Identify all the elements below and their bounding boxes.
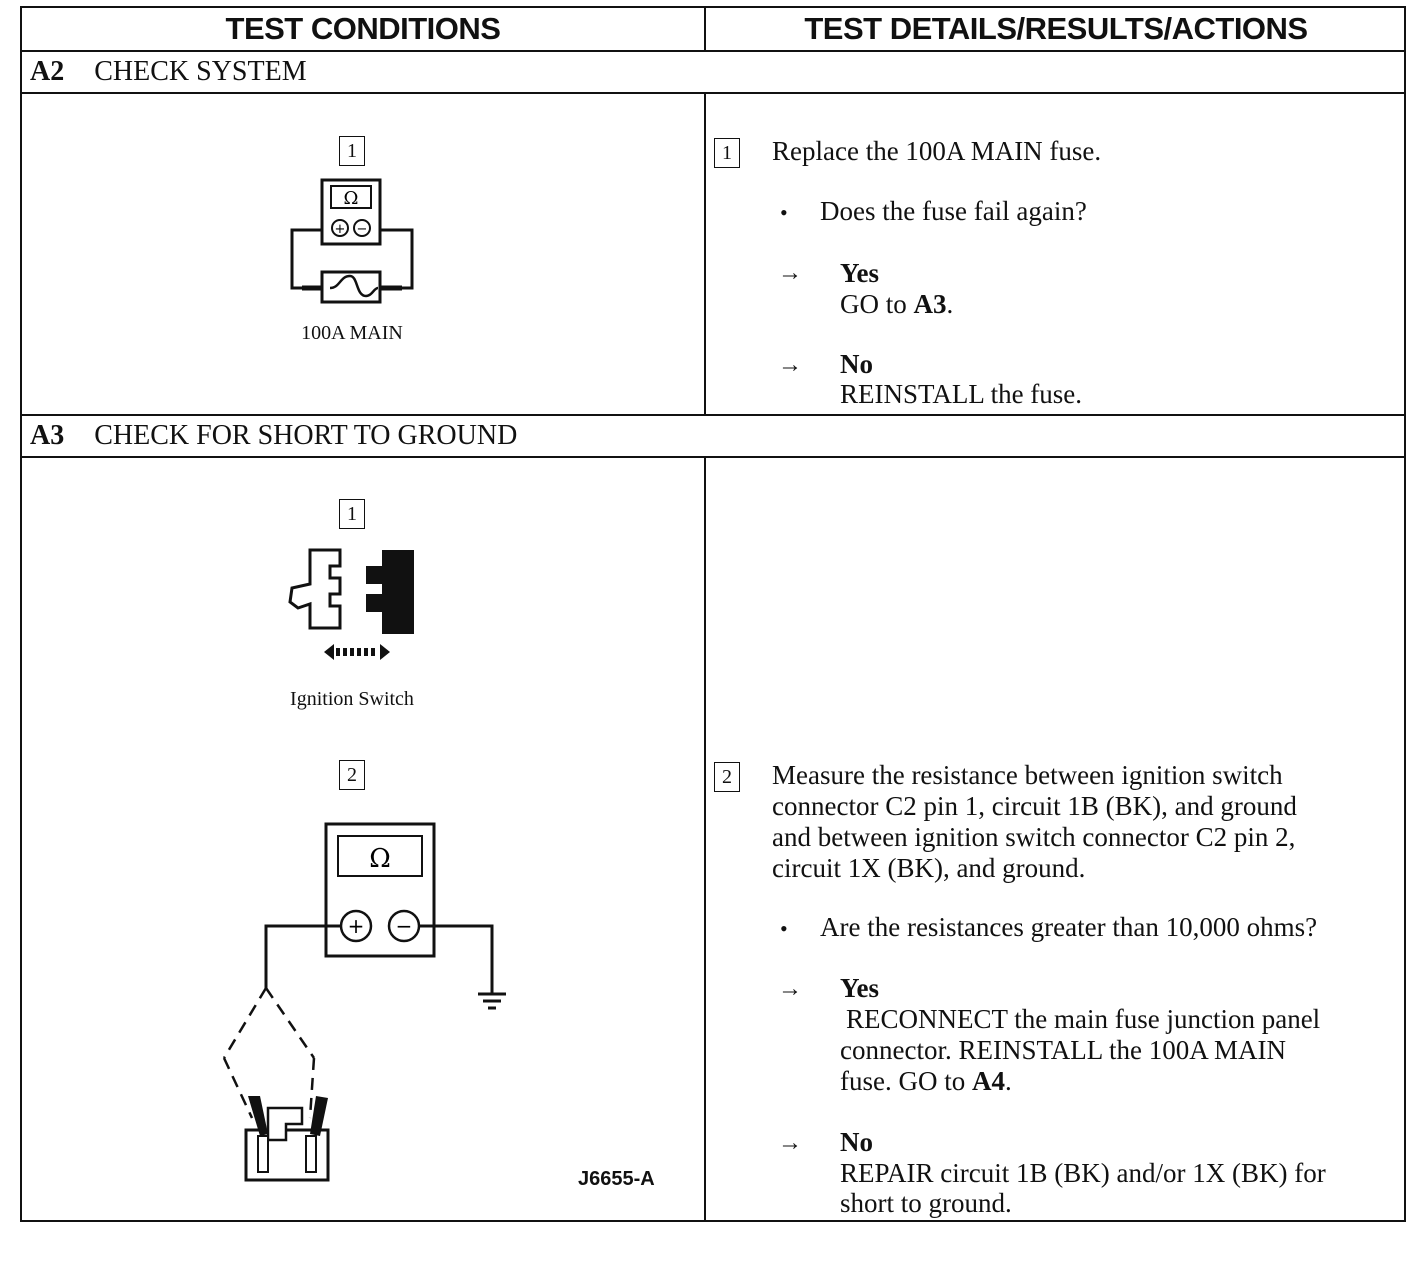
diagnostic-table: TEST CONDITIONS TEST DETAILS/RESULTS/ACT…	[20, 6, 1406, 1222]
a3-no-line-2: short to ground.	[840, 1188, 1012, 1218]
a3-column-divider	[704, 456, 706, 1222]
a2-bottom-divider	[22, 414, 1404, 416]
svg-text:−: −	[396, 914, 413, 938]
svg-text:−: −	[357, 222, 368, 237]
a3-bullet: •	[780, 916, 788, 941]
a2-figure-caption: 100A MAIN	[301, 322, 403, 344]
a3-id: A3	[30, 420, 65, 451]
a3-instruction-line-2: connector C2 pin 1, circuit 1B (BK), and…	[772, 791, 1297, 821]
a3-yes-target: A4	[971, 1066, 1005, 1096]
a3-yes-text: fuse. GO to	[840, 1066, 972, 1096]
svg-text:Ω: Ω	[369, 844, 391, 874]
a3-section-title: A3 CHECK FOR SHORT TO GROUND	[30, 416, 517, 456]
a3-figure2-step-box: 2	[339, 760, 365, 790]
a3-title: CHECK FOR SHORT TO GROUND	[94, 420, 518, 451]
a3-yes-label: Yes	[840, 973, 879, 1003]
a3-figure1-step-box: 1	[339, 499, 365, 529]
a2-yes-text: GO to	[840, 289, 914, 319]
a3-instruction-line-3: and between ignition switch connector C2…	[772, 822, 1296, 852]
a3-yes-line-3: fuse. GO to A4.	[840, 1066, 1012, 1097]
a3-question: Are the resistances greater than 10,000 …	[820, 912, 1318, 942]
header-test-details: TEST DETAILS/RESULTS/ACTIONS	[804, 11, 1308, 46]
a2-no-action: REINSTALL the fuse.	[840, 379, 1083, 409]
a3-figure1-caption: Ignition Switch	[290, 688, 414, 710]
a2-bullet: •	[780, 200, 788, 225]
ohmmeter-fuse-icon: Ω + −	[290, 178, 414, 304]
a2-column-divider	[704, 92, 706, 414]
header-divider	[22, 50, 1404, 52]
a2-yes-action: GO to A3.	[840, 289, 953, 320]
a3-yes-line-2: connector. REINSTALL the 100A MAIN	[840, 1035, 1287, 1065]
ohmmeter-ground-icon: Ω + −	[222, 822, 506, 1182]
a2-section-title: A2 CHECK SYSTEM	[30, 52, 307, 92]
a3-yes-period: .	[1004, 1066, 1012, 1096]
a3-step-box: 2	[714, 762, 740, 792]
a2-title: CHECK SYSTEM	[94, 56, 307, 87]
a2-id: A2	[30, 56, 65, 87]
header-column-divider	[704, 8, 706, 50]
a3-yes-arrow: →	[778, 976, 802, 1002]
figure-code: J6655-A	[578, 1168, 655, 1190]
a2-yes-arrow: →	[778, 260, 802, 286]
a2-no-arrow: →	[778, 352, 802, 378]
a2-question: Does the fuse fail again?	[820, 196, 1087, 226]
header-test-conditions: TEST CONDITIONS	[225, 11, 501, 46]
a2-yes-label: Yes	[840, 258, 879, 288]
a2-instruction: Replace the 100A MAIN fuse.	[772, 136, 1102, 166]
a2-yes-period: .	[946, 289, 954, 319]
a3-instruction-line-1: Measure the resistance between ignition …	[772, 760, 1283, 790]
a2-no-label: No	[840, 349, 873, 379]
a3-instruction-line-4: circuit 1X (BK), and ground.	[772, 853, 1086, 883]
a2-title-divider	[22, 92, 1404, 94]
svg-text:+: +	[348, 914, 365, 938]
a3-no-line-1: REPAIR circuit 1B (BK) and/or 1X (BK) fo…	[840, 1158, 1326, 1188]
svg-text:Ω: Ω	[344, 188, 359, 209]
a3-title-divider	[22, 456, 1404, 458]
connector-icon	[288, 548, 414, 660]
a3-no-arrow: →	[778, 1130, 802, 1156]
a3-yes-line-1: RECONNECT the main fuse junction panel	[846, 1004, 1321, 1034]
a2-step-box: 1	[714, 138, 740, 168]
a2-yes-target: A3	[913, 289, 947, 319]
svg-text:+: +	[335, 222, 346, 237]
a3-no-label: No	[840, 1127, 873, 1157]
a2-figure-step-box: 1	[339, 136, 365, 166]
